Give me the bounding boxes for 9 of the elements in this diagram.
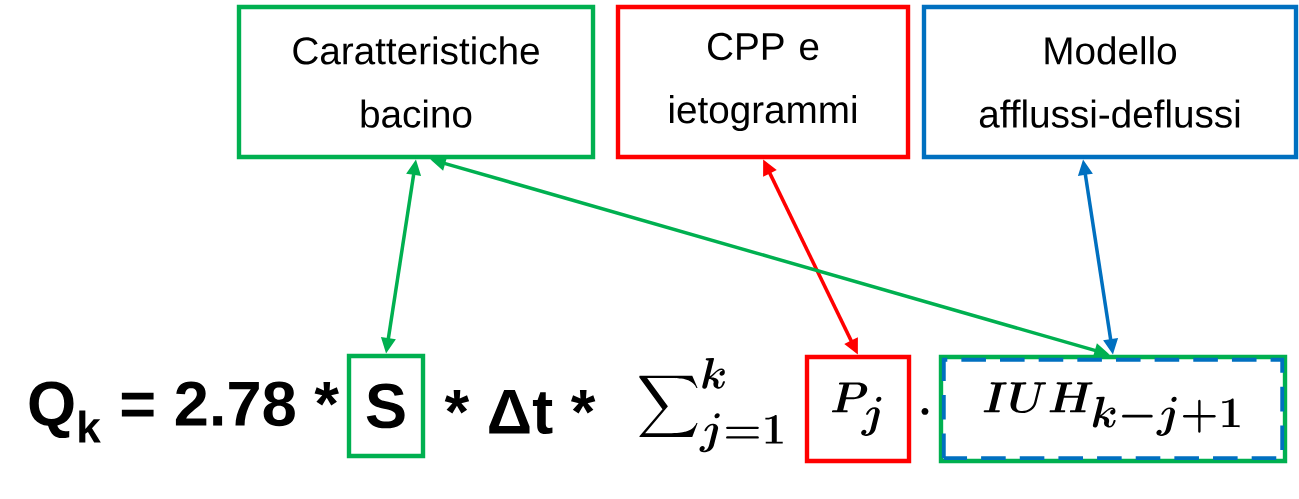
text-box: Caratteristiche bacino <box>236 4 596 160</box>
formula-term-box: $P_j$ <box>804 354 912 464</box>
text-box: Modello afflussi-deflussi <box>921 4 1299 160</box>
formula-symbol: $\cdot$ <box>921 407 929 415</box>
formula-text: Q$_{k}$ = 2.78 * <box>29 381 339 443</box>
formula-term-box: $IUH_{k-j+1}$ <box>938 354 1288 464</box>
formula-symbol: $\sum_{j=1}^{k}$ <box>639 357 783 453</box>
text-box: CPP e ietogrammi <box>615 4 911 160</box>
formula-term-box: S <box>346 353 426 459</box>
